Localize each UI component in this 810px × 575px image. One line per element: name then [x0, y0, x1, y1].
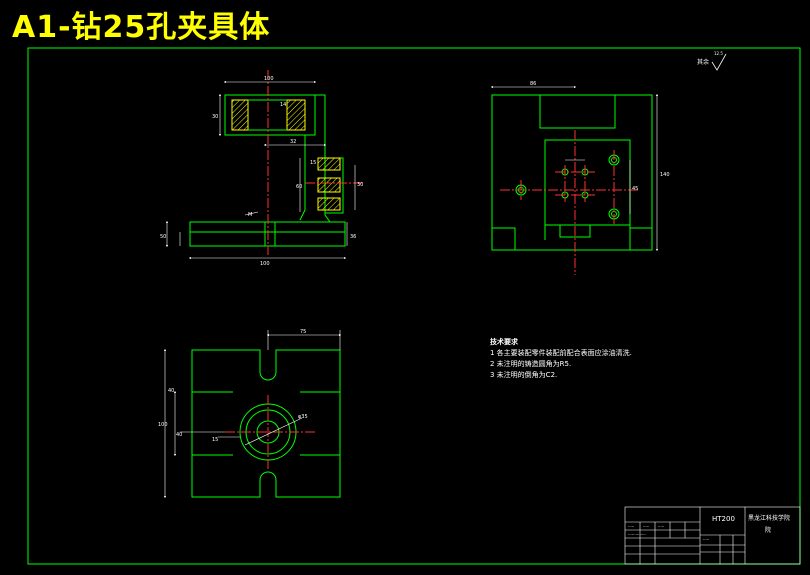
title-block-fill: ····· ····· ····· ·············· ····· [628, 524, 709, 542]
dim-text: 86 [530, 81, 536, 87]
note-item: 2 未注明的铸造圆角为R5. [490, 360, 572, 368]
dim-text: 40 [168, 388, 174, 394]
dim-text: 30 [212, 114, 218, 120]
side-view-dimension-labels: 86 140 45 [530, 81, 670, 192]
hatch-right [286, 99, 306, 131]
dim-text: 100 [158, 422, 168, 428]
drawing-border [27, 47, 801, 565]
front-view-centerlines [267, 70, 362, 255]
dim-text: 60 [296, 184, 302, 190]
dim-text: 30 [357, 182, 363, 188]
side-view-centerlines [500, 130, 640, 275]
note-item: 1 各主要装配零件装配前配合表面应涂油清洗. [490, 349, 632, 357]
dim-text: 50 [160, 234, 166, 240]
top-view-centerlines [225, 395, 315, 470]
top-view [191, 349, 341, 498]
dim-text: 45 [632, 186, 638, 192]
title-block-cell-a: ····· [628, 524, 634, 529]
title-block-cell-e: ····· [703, 537, 709, 542]
dim-text: M [248, 212, 252, 218]
hatch-boss-top [317, 157, 341, 171]
top-view-dimension-lines [163, 330, 342, 499]
dim-text: 100 [264, 76, 274, 82]
surface-finish-label: 其余 [697, 58, 709, 66]
front-view-dimension-labels: 100 14 30 32 60 15 30 M 100 50 36 [160, 76, 363, 267]
dim-text: 140 [660, 172, 670, 178]
dim-text: 15 [212, 437, 218, 443]
dim-text: 15 [310, 160, 316, 166]
dim-text: 32 [290, 139, 296, 145]
top-view-dimension-labels: 75 100 40 φ35 15 40 [158, 329, 308, 443]
surface-finish-symbol [711, 53, 727, 71]
technical-requirements: 技术要求 1 各主要装配零件装配前配合表面应涂油清洗. 2 未注明的铸造圆角为R… [490, 337, 632, 381]
dim-text: 14 [280, 102, 286, 108]
side-view-holes [515, 154, 620, 220]
note-item: 3 未注明的倒角为C2. [490, 371, 558, 379]
front-view-dimension-lines [165, 80, 356, 260]
title-block [624, 506, 801, 565]
side-view-dimension-lines [490, 85, 659, 252]
hatch-boss-bot [317, 197, 341, 211]
title-block-cell-c: ····· [658, 524, 664, 529]
surface-finish-value: 12.5 [714, 51, 723, 56]
title-block-cell-b: ····· [643, 524, 649, 529]
dim-text: φ35 [298, 414, 308, 420]
page-title: A1-钻25孔夹具体 [12, 10, 271, 45]
dim-text: 75 [300, 329, 306, 335]
front-section-view [189, 94, 346, 247]
notes-heading: 技术要求 [490, 338, 518, 346]
hatch-left [231, 99, 249, 131]
title-block-material: HT200 [712, 515, 735, 523]
hatch-boss-mid [317, 177, 341, 193]
title-block-cell-d: ·············· [628, 532, 646, 537]
dim-text: 100 [260, 261, 270, 267]
dim-text: 36 [350, 234, 356, 240]
dim-text: 40 [176, 432, 182, 438]
title-block-school-line2: 院 [765, 526, 771, 534]
title-block-school: 黑龙江科技学院 [748, 514, 790, 522]
